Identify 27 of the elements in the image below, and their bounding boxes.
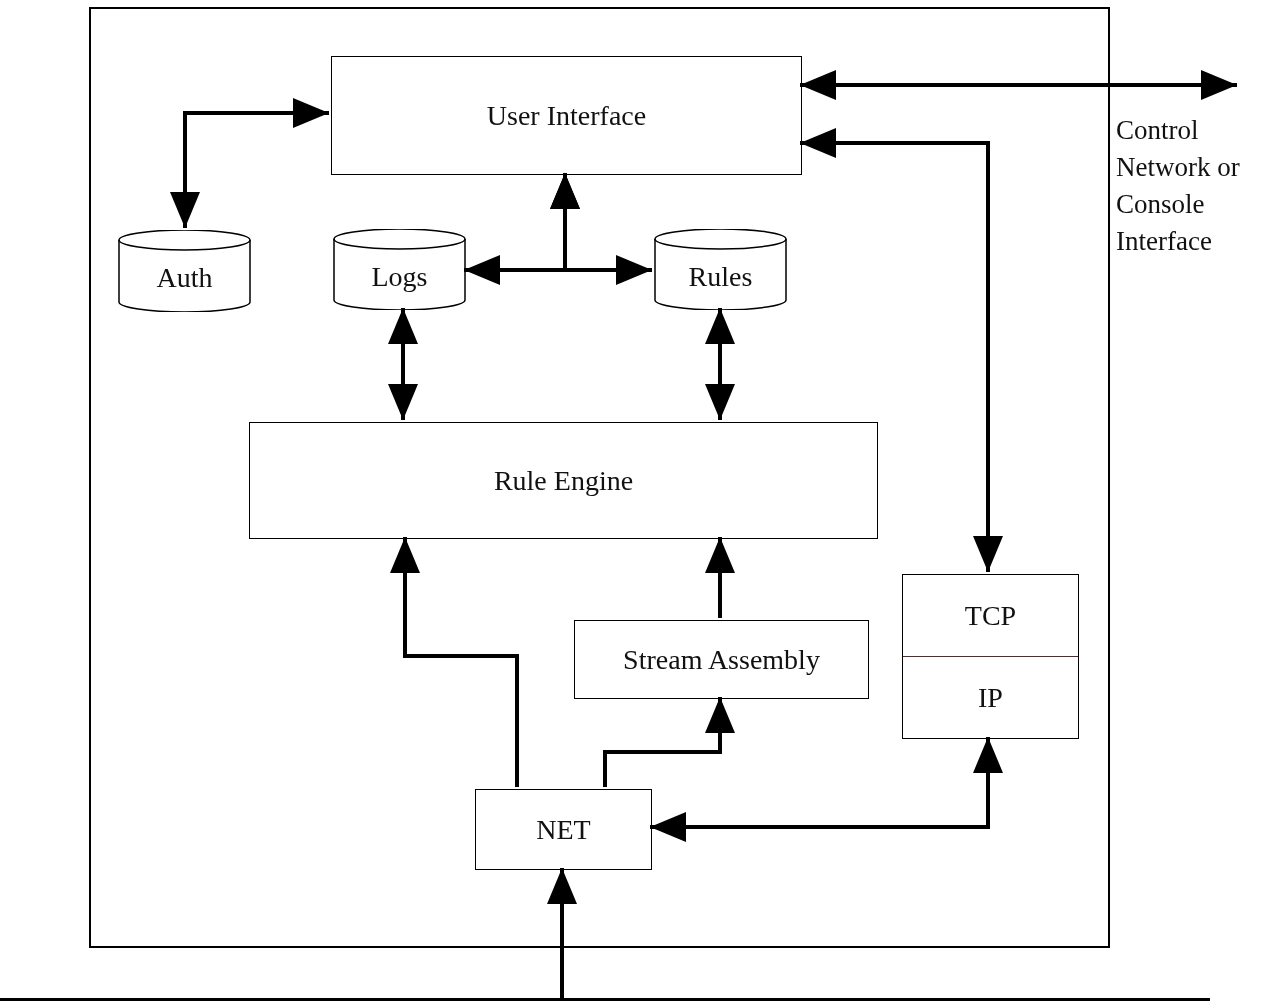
process-box (574, 620, 869, 699)
arrow (705, 308, 735, 420)
annotation-text: Control Network or Console Interface (1116, 114, 1241, 258)
arrow (800, 128, 1003, 572)
system-boundary-box (89, 7, 1110, 948)
arrow (170, 98, 329, 228)
box-label: IP (978, 680, 1003, 715)
box-label: Stream Assembly (623, 642, 820, 677)
process-box (249, 422, 878, 539)
box-label: Logs (371, 259, 428, 294)
box-label: User Interface (486, 98, 647, 133)
box-label: Auth (156, 261, 213, 295)
arrow (800, 70, 1237, 100)
process-box (331, 56, 802, 175)
box-label: TCP (964, 598, 1017, 633)
network-line (0, 998, 1210, 1001)
arrow (705, 537, 735, 618)
box-label: Rule Engine (493, 463, 634, 498)
protocol-stack-box (902, 574, 1079, 739)
arrow (603, 697, 735, 787)
arrow (650, 737, 1003, 842)
arrow (390, 537, 519, 787)
box-label: Rules (688, 259, 753, 294)
arrow (388, 308, 418, 420)
box-label: NET (536, 812, 591, 847)
process-box (475, 789, 652, 870)
arrow (547, 868, 577, 998)
